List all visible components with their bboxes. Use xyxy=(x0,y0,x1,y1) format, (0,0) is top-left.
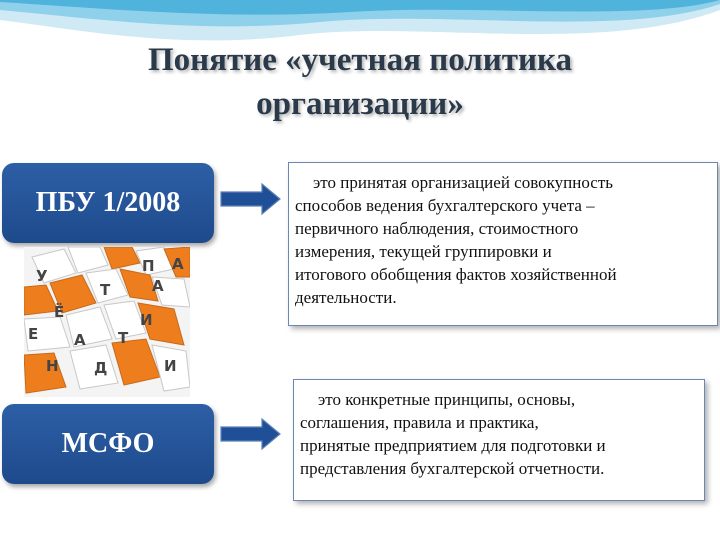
cube-letter: А xyxy=(152,277,164,295)
cube-letter: Н xyxy=(46,357,59,375)
slide-title: Понятие «учетная политика организации» xyxy=(60,38,660,126)
msfo-definition-box: это конкретные принципы, основы, соглаше… xyxy=(293,379,705,501)
pbu-arrow-icon xyxy=(220,182,281,216)
msfo-badge: МСФО xyxy=(2,404,214,484)
slide-title-line1: Понятие «учетная политика xyxy=(147,42,573,78)
pbu-def-line: деятельности. xyxy=(295,288,397,307)
pbu-def-line: первичного наблюдения, стоимостного xyxy=(295,219,579,238)
cube-letter: Ё xyxy=(54,302,64,321)
pbu-badge: ПБУ 1/2008 xyxy=(2,163,214,243)
cube-letter: А xyxy=(74,331,86,349)
cube-letter: У xyxy=(36,267,48,285)
pbu-def-line: измерения, текущей группировки и xyxy=(295,242,552,261)
pbu-def-line: способов ведения бухгалтерского учета – xyxy=(295,196,595,215)
cube-letter: Т xyxy=(100,281,111,299)
cube-letter: И xyxy=(164,357,177,375)
letter-cubes-image: У П А Ё Т А И А Т Н Д Е И xyxy=(24,247,190,397)
msfo-arrow-icon xyxy=(220,417,281,451)
cube-letter: Е xyxy=(28,325,38,343)
header-wave xyxy=(0,0,720,41)
msfo-def-line: представления бухгалтерской отчетности. xyxy=(300,459,605,478)
slide-title-line2: организации» xyxy=(256,86,464,122)
msfo-label: МСФО xyxy=(61,428,155,459)
cube-letter: П xyxy=(142,257,155,275)
pbu-def-line: итогового обобщения фактов хозяйственной xyxy=(295,265,617,284)
cube-grid xyxy=(24,247,190,394)
cube-letter: И xyxy=(140,311,153,329)
pbu-definition-box: это принятая организацией совокупность с… xyxy=(288,162,718,326)
pbu-def-line: это принятая организацией совокупность xyxy=(313,173,613,192)
msfo-def-line: это конкретные принципы, основы, xyxy=(318,390,576,409)
msfo-def-line: принятые предприятием для подготовки и xyxy=(300,436,606,455)
cube-letter: А xyxy=(172,255,184,273)
pbu-label: ПБУ 1/2008 xyxy=(35,187,181,218)
cube-letter: Д xyxy=(94,359,107,377)
cube-letter: Т xyxy=(118,329,129,347)
msfo-def-line: соглашения, правила и практика, xyxy=(300,413,539,432)
